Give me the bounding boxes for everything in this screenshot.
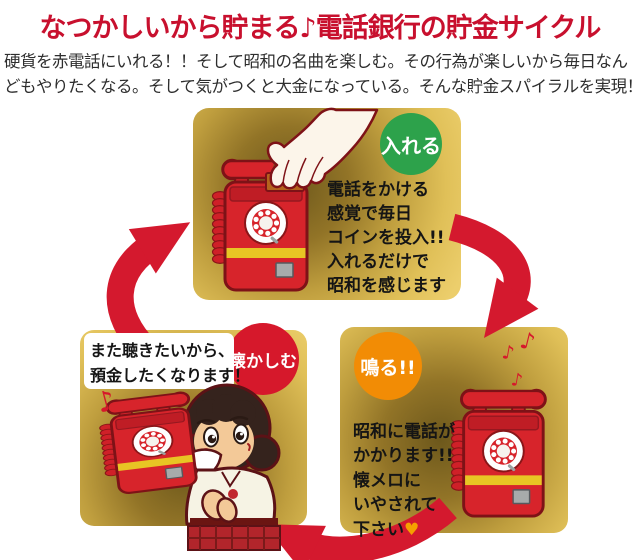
clasped-hands-icon bbox=[201, 489, 238, 523]
description-insert: 電話をかける 感覚で毎日 コインを投入!! 入れるだけで 昭和を感じます bbox=[327, 180, 446, 296]
cycle-arrow-down-icon bbox=[448, 213, 539, 339]
speech-bubble bbox=[84, 333, 234, 389]
cycle-arrow-left-icon bbox=[264, 497, 457, 560]
badge-ring: 鳴る!! bbox=[360, 356, 416, 379]
badge-insert: 入れる bbox=[381, 133, 441, 158]
hand-icon bbox=[266, 107, 379, 190]
description-ring: 昭和に電話が かかります!! 懐メロに いやされて 下さい♥ bbox=[353, 421, 455, 540]
page-title: なつかしいから貯まる♪電話銀行の貯金サイクル bbox=[39, 13, 602, 44]
badge-insert-circle bbox=[380, 113, 442, 175]
heart-icon: ♥ bbox=[404, 519, 420, 540]
badge-reminisce: 懐かしむ bbox=[229, 351, 297, 372]
intro-text: 硬貨を赤電話にいれる！！そして昭和の名曲を楽しむ。その行為が楽しいから毎日なん … bbox=[4, 49, 640, 99]
girl-illustration bbox=[180, 383, 281, 551]
badge-ring-circle bbox=[354, 332, 422, 400]
badge-reminisce-circle bbox=[227, 323, 299, 395]
speech-bubble-text: また聴きたいから、 預金したくなります！ bbox=[90, 341, 251, 385]
intro-line-2: どもやりたくなる。そして気がつくと大金になっている。そんな貯金スパイラルを実現！… bbox=[4, 77, 640, 96]
intro-line-1: 硬貨を赤電話にいれる！！そして昭和の名曲を楽しむ。その行為が楽しいから毎日なん bbox=[4, 52, 628, 71]
